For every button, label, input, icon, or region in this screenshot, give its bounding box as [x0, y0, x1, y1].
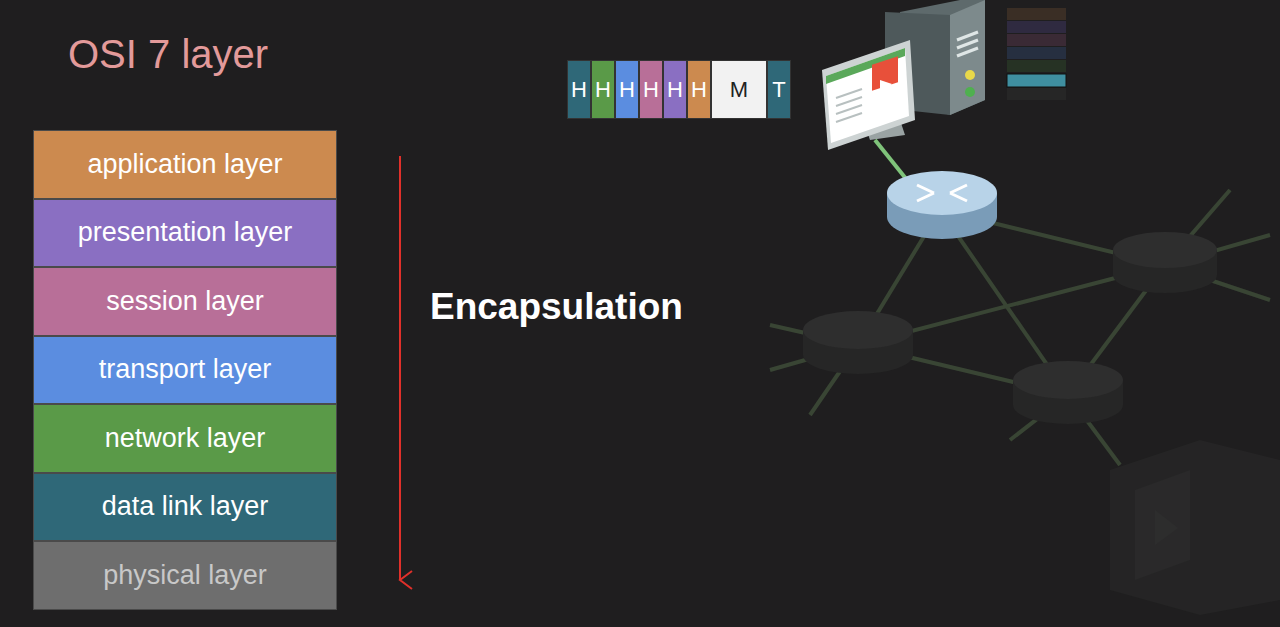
- layer-box: network layer: [33, 404, 337, 473]
- layer-stack-icon: [1007, 8, 1066, 100]
- node-text: data link layer: [102, 491, 269, 522]
- node-text: physical layer: [103, 560, 267, 591]
- trailer-cell: T: [767, 60, 791, 119]
- layer-box: physical layer: [33, 541, 337, 610]
- header-cell: H: [615, 60, 639, 119]
- node-text: H: [571, 77, 587, 103]
- layer-box: presentation layer: [33, 199, 337, 268]
- message-cell: M: [711, 60, 767, 119]
- header-cell: H: [687, 60, 711, 119]
- node-text: application layer: [87, 149, 282, 180]
- node-text: H: [667, 77, 683, 103]
- monitor-icon: [822, 40, 915, 150]
- header-cell: H: [567, 60, 591, 119]
- layer-box: session layer: [33, 267, 337, 336]
- node-text: H: [643, 77, 659, 103]
- faded-device: [1110, 440, 1280, 615]
- layer-box: application layer: [33, 130, 337, 199]
- direction-arrow: [399, 156, 401, 580]
- router-icons: [803, 171, 1217, 424]
- header-cell: H: [591, 60, 615, 119]
- node-text: H: [619, 77, 635, 103]
- node-text: H: [595, 77, 611, 103]
- network-links: [770, 190, 1270, 465]
- node-text: network layer: [105, 423, 266, 454]
- node-text: presentation layer: [78, 217, 293, 248]
- layer-box: data link layer: [33, 473, 337, 542]
- node-text: M: [730, 77, 748, 103]
- header-cell: H: [639, 60, 663, 119]
- node-text: session layer: [106, 286, 264, 317]
- node-text: H: [691, 77, 707, 103]
- header-cell: H: [663, 60, 687, 119]
- process-label: Encapsulation: [430, 286, 683, 328]
- layer-box: transport layer: [33, 336, 337, 405]
- node-text: T: [772, 77, 785, 103]
- node-text: transport layer: [99, 354, 272, 385]
- diagram-title: OSI 7 layer: [68, 32, 268, 77]
